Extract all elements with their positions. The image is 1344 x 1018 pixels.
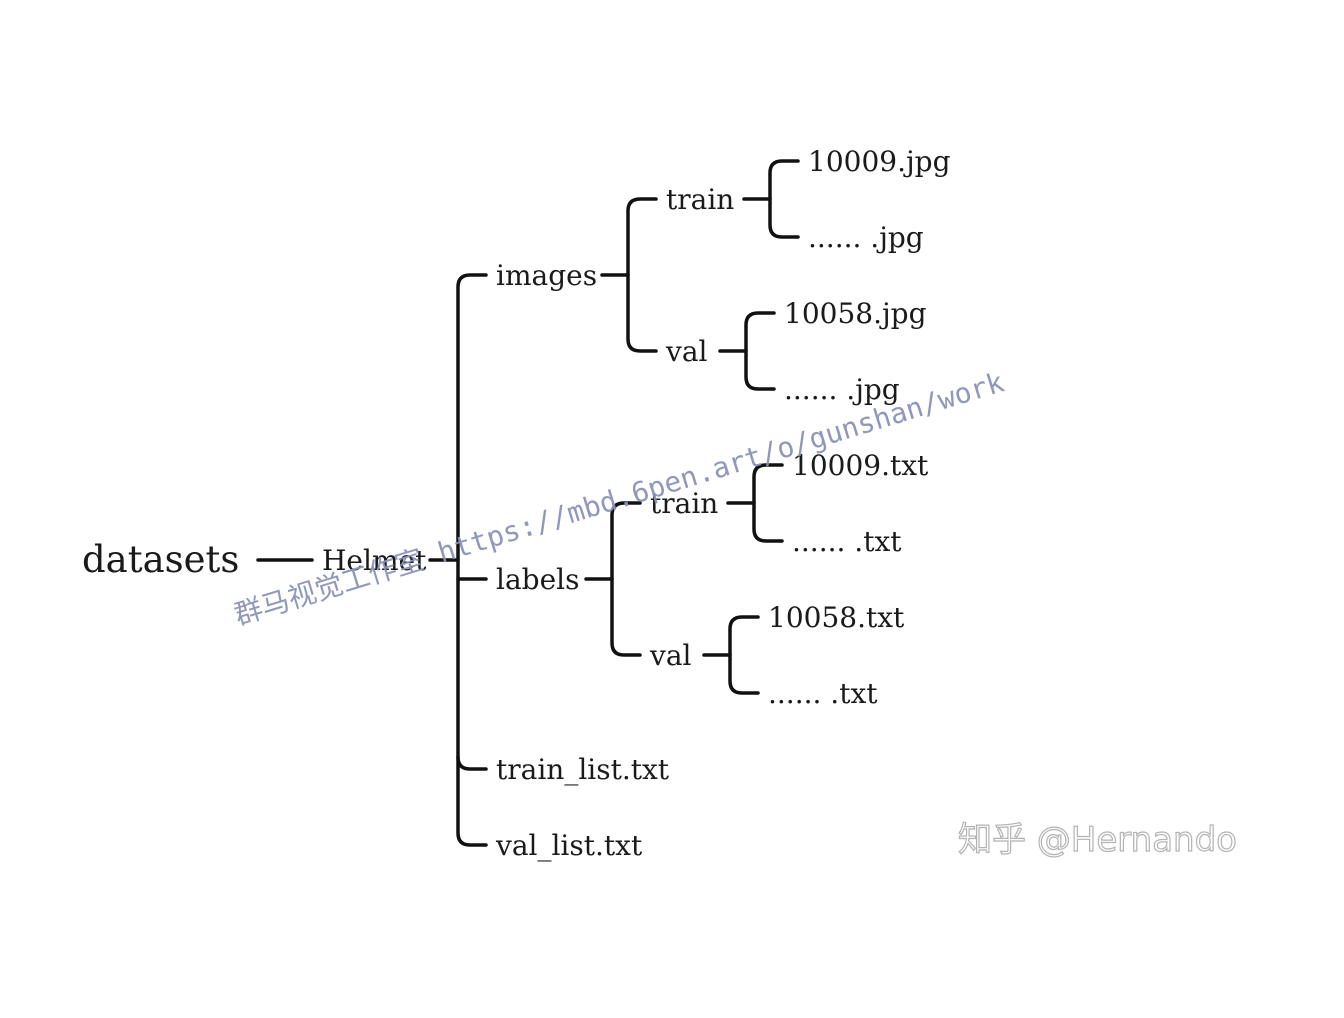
file-images-val-1: 10058.jpg [784,297,927,330]
file-labels-val-1: 10058.txt [768,601,905,634]
node-labels-val: val [649,639,692,672]
file-labels-val-more: ...... .txt [768,677,878,710]
node-labels-train: train [650,487,718,520]
bracket-labels-train-files [752,463,784,543]
bracket-images-children [626,197,658,353]
node-helmet: Helmet [322,544,427,577]
bracket-labels-val-files [728,615,760,695]
file-labels-train-more: ...... .txt [792,525,902,558]
node-datasets: datasets [82,538,239,581]
bracket-labels-children [610,501,642,657]
bracket-images-train-files [768,159,800,239]
watermark-text: 群马视觉工作室 https://mbd.6pen.art/o/gunshan/w… [230,365,1008,631]
file-images-train-1: 10009.jpg [808,145,951,178]
connectors [256,159,800,847]
node-labels: datasets Helmet images train 10009.jpg .… [82,145,951,862]
branch-train-list [456,755,488,771]
node-labels: labels [496,563,579,596]
file-train-list: train_list.txt [496,753,670,786]
bracket-images-val-files [744,311,776,391]
file-images-train-more: ...... .jpg [808,221,924,254]
file-val-list: val_list.txt [495,829,643,862]
node-images-train: train [666,183,734,216]
node-images: images [496,259,597,292]
file-labels-train-1: 10009.txt [792,449,929,482]
node-images-val: val [665,335,708,368]
bracket-helmet-children [456,273,488,847]
file-images-val-more: ...... .jpg [784,373,900,406]
credit-text: 知乎 @Hernando [958,820,1237,860]
